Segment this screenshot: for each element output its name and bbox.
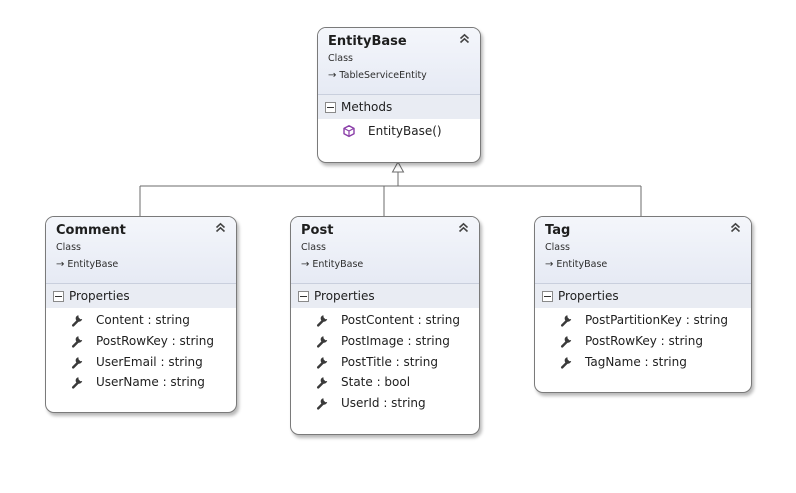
member-row[interactable]: EntityBase() [318, 121, 480, 142]
base-class-row: →EntityBase [301, 259, 363, 270]
section-label: Properties [314, 289, 375, 303]
member-label: PostImage : string [341, 334, 450, 349]
property-wrench-icon [559, 355, 573, 369]
member-row[interactable]: UserName : string [46, 372, 236, 393]
property-wrench-icon [559, 334, 573, 348]
member-label: PostContent : string [341, 313, 460, 328]
inherits-arrow-icon: → [301, 258, 310, 270]
property-wrench-icon [70, 375, 84, 390]
member-label: PostRowKey : string [96, 334, 214, 349]
property-wrench-icon [70, 334, 84, 348]
section-header-properties[interactable]: Properties [535, 284, 751, 308]
member-label: UserEmail : string [96, 354, 203, 369]
inheritance-arrowhead [391, 160, 405, 173]
class-kind-label: Class [328, 53, 353, 64]
base-class-name: TableServiceEntity [339, 70, 427, 81]
property-wrench-icon [70, 313, 84, 327]
inherits-arrow-icon: → [328, 69, 337, 81]
member-row[interactable]: PostPartitionKey : string [535, 310, 751, 331]
base-class-name: EntityBase [556, 259, 608, 270]
class-kind-label: Class [301, 242, 326, 253]
section-header-properties[interactable]: Properties [291, 284, 479, 308]
collapse-minus-icon[interactable] [298, 290, 309, 302]
property-wrench-icon [315, 313, 329, 327]
member-row[interactable]: TagName : string [535, 351, 751, 372]
class-name: EntityBase [328, 34, 407, 49]
base-class-name: EntityBase [67, 259, 119, 270]
member-row[interactable]: PostTitle : string [291, 351, 479, 372]
collapse-chevron-icon[interactable] [458, 222, 469, 236]
property-wrench-icon [315, 334, 329, 348]
class-name: Comment [56, 223, 126, 238]
member-label: PostTitle : string [341, 354, 438, 369]
member-label: PostPartitionKey : string [585, 313, 728, 328]
member-label: State : bool [341, 375, 411, 390]
member-row[interactable]: UserEmail : string [46, 351, 236, 372]
property-wrench-icon [559, 313, 573, 327]
member-row[interactable]: PostRowKey : string [46, 331, 236, 352]
base-class-row: →EntityBase [545, 259, 607, 270]
inherits-arrow-icon: → [545, 258, 554, 270]
member-row[interactable]: PostImage : string [291, 331, 479, 352]
member-label: UserId : string [341, 396, 426, 411]
class-name: Tag [545, 223, 571, 238]
collapse-chevron-icon[interactable] [215, 222, 226, 236]
property-wrench-icon [315, 396, 329, 410]
collapse-chevron-icon[interactable] [730, 222, 741, 236]
property-wrench-icon [315, 355, 329, 369]
section-header-properties[interactable]: Properties [46, 284, 236, 308]
collapse-minus-icon[interactable] [542, 290, 553, 302]
member-label: TagName : string [585, 354, 687, 369]
base-class-row: →TableServiceEntity [328, 70, 427, 81]
class-kind-label: Class [56, 242, 81, 253]
member-label: Content : string [96, 313, 190, 328]
section-label: Methods [341, 100, 393, 114]
member-row[interactable]: PostContent : string [291, 310, 479, 331]
inherits-arrow-icon: → [56, 258, 65, 270]
method-cube-icon [342, 124, 356, 138]
section-label: Properties [558, 289, 619, 303]
section-label: Properties [69, 289, 130, 303]
base-class-name: EntityBase [312, 259, 364, 270]
base-class-row: →EntityBase [56, 259, 118, 270]
property-wrench-icon [70, 355, 84, 369]
collapse-minus-icon[interactable] [53, 290, 64, 302]
member-label: EntityBase() [368, 124, 442, 139]
member-row[interactable]: PostRowKey : string [535, 331, 751, 352]
section-header-methods[interactable]: Methods [318, 95, 480, 119]
member-row[interactable]: Content : string [46, 310, 236, 331]
property-wrench-icon [315, 375, 329, 390]
member-row[interactable]: State : bool [291, 372, 479, 393]
collapse-minus-icon[interactable] [325, 101, 336, 113]
member-label: PostRowKey : string [585, 334, 703, 349]
member-list: EntityBase() [318, 119, 480, 148]
class-name: Post [301, 223, 334, 238]
collapse-chevron-icon[interactable] [459, 33, 470, 47]
member-row[interactable]: UserId : string [291, 393, 479, 414]
member-label: UserName : string [96, 375, 205, 390]
class-kind-label: Class [545, 242, 570, 253]
